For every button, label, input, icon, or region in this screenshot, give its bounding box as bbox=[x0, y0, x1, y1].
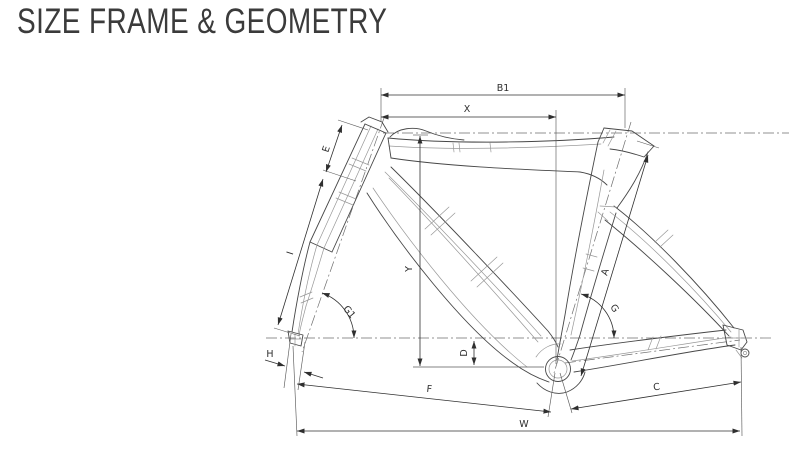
centerlines bbox=[266, 117, 789, 374]
dimension-labels: B1 X E I H G1 Y D A G F C W bbox=[266, 83, 661, 430]
dim-arc-g bbox=[580, 293, 617, 339]
dim-label-i: I bbox=[285, 250, 296, 256]
dim-label-d: D bbox=[459, 349, 470, 356]
dim-line-i bbox=[277, 178, 324, 326]
dim-line-f bbox=[296, 382, 552, 414]
top-tube bbox=[387, 127, 615, 186]
seat-tube bbox=[556, 141, 617, 361]
dim-line-a bbox=[580, 154, 649, 377]
dim-label-e: E bbox=[320, 145, 332, 154]
dimension-lines bbox=[264, 92, 742, 434]
dim-label-c: C bbox=[652, 382, 661, 394]
dim-lead-h-right bbox=[303, 371, 324, 379]
dim-arc-g1 bbox=[321, 292, 357, 339]
bottom-bracket bbox=[535, 343, 586, 394]
extension-lines bbox=[273, 88, 743, 437]
dim-line-c bbox=[570, 380, 742, 411]
fork bbox=[287, 241, 325, 347]
dim-label-y: Y bbox=[404, 266, 415, 273]
dim-label-f: F bbox=[426, 384, 433, 396]
down-tube bbox=[366, 166, 559, 383]
dim-label-b1: B1 bbox=[497, 83, 510, 94]
seatpost bbox=[597, 127, 655, 209]
seat-stays bbox=[597, 205, 735, 337]
dim-label-g: G bbox=[607, 302, 620, 314]
dim-lead-h-left bbox=[264, 359, 286, 367]
chain-stays bbox=[569, 329, 736, 373]
dim-label-h: H bbox=[266, 349, 273, 360]
rear-dropout bbox=[722, 324, 750, 359]
dim-label-a: A bbox=[599, 267, 612, 277]
dim-line-e bbox=[325, 124, 343, 173]
dim-label-x: X bbox=[464, 104, 471, 115]
dim-label-w: W bbox=[519, 419, 529, 430]
frame-drawing bbox=[287, 116, 750, 394]
dim-label-g1: G1 bbox=[340, 304, 357, 321]
page-title: SIZE FRAME & GEOMETRY bbox=[17, 2, 388, 41]
head-tube bbox=[309, 116, 389, 253]
